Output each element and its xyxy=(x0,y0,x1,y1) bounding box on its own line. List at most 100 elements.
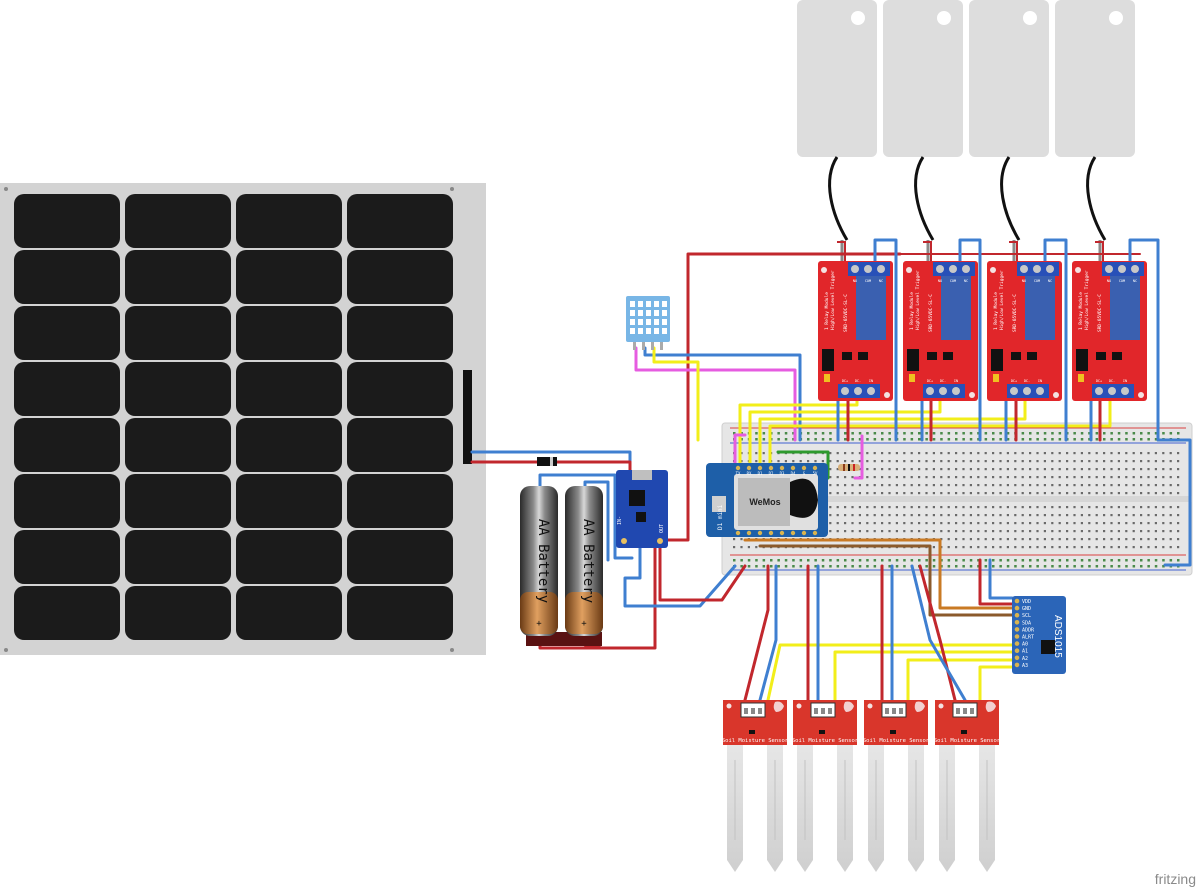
bb-hole xyxy=(1029,492,1032,495)
bb-hole xyxy=(932,468,935,471)
bb-hole xyxy=(881,514,884,517)
bb-hole xyxy=(1132,492,1135,495)
bb-hole xyxy=(992,514,995,517)
bb-rail-hole xyxy=(888,559,891,562)
bb-hole xyxy=(1169,530,1172,533)
bb-hole xyxy=(947,452,950,455)
dht-vent xyxy=(638,301,643,307)
bb-rail-hole xyxy=(925,565,928,568)
bb-hole xyxy=(1110,460,1113,463)
battery-label: AA Battery xyxy=(580,519,596,603)
bb-hole xyxy=(918,492,921,495)
bb-rail-hole xyxy=(932,565,936,568)
bb-hole xyxy=(784,460,787,463)
soil-moisture-sensor: Soil Moisture Sensor xyxy=(863,700,930,872)
wire-soil1-blue xyxy=(758,564,778,702)
bb-rail-hole xyxy=(755,432,758,435)
bb-hole xyxy=(903,476,906,479)
bb-hole xyxy=(940,530,943,533)
bb-hole xyxy=(910,484,913,487)
bb-hole xyxy=(1095,492,1098,495)
bb-hole xyxy=(851,514,854,517)
bb-hole xyxy=(836,452,839,455)
bb-hole xyxy=(1029,538,1032,541)
solar-cell xyxy=(14,306,120,360)
sensor-board xyxy=(723,700,787,745)
bb-hole xyxy=(814,460,817,463)
bb-hole xyxy=(799,460,802,463)
bb-hole xyxy=(1058,538,1061,541)
bb-hole xyxy=(1021,452,1024,455)
bb-hole xyxy=(866,514,869,517)
bb-hole xyxy=(1177,530,1180,533)
wire-blue-charger-out xyxy=(623,546,737,608)
bb-hole xyxy=(1014,522,1017,525)
bb-rail-hole xyxy=(777,432,780,435)
wemos-label: D1 mini xyxy=(717,504,724,530)
bb-hole xyxy=(955,484,958,487)
bb-hole xyxy=(1073,546,1076,549)
bb-hole xyxy=(888,484,891,487)
terminal-screw xyxy=(877,265,885,273)
bb-hole xyxy=(873,468,876,471)
bb-rail-hole xyxy=(1036,432,1039,435)
terminal-screw xyxy=(926,387,934,395)
battery-plus: + xyxy=(581,619,587,629)
bb-hole xyxy=(1147,538,1150,541)
sensor-header-pin xyxy=(751,708,755,714)
bb-hole xyxy=(918,460,921,463)
solar-junction-strip xyxy=(463,370,472,464)
bb-hole xyxy=(962,484,965,487)
bb-hole xyxy=(1177,452,1180,455)
relay-pin-label: COM xyxy=(865,279,871,283)
bb-hole xyxy=(932,546,935,549)
terminal-screw xyxy=(952,387,960,395)
bb-hole xyxy=(881,460,884,463)
bb-hole xyxy=(829,522,832,525)
bb-hole xyxy=(1125,476,1128,479)
bb-hole xyxy=(999,468,1002,471)
relay-pin-label: NC xyxy=(964,279,968,283)
bb-hole xyxy=(1058,492,1061,495)
bb-rail-hole xyxy=(977,559,980,562)
bb-hole xyxy=(1110,530,1113,533)
bb-hole xyxy=(1066,514,1069,517)
bb-hole xyxy=(1029,468,1032,471)
bb-hole xyxy=(1080,484,1083,487)
bb-hole xyxy=(829,476,832,479)
bb-rail-hole xyxy=(1147,432,1150,435)
ads-pin-label: SDA xyxy=(1022,620,1031,626)
bb-hole xyxy=(955,492,958,495)
diode xyxy=(537,457,557,466)
bb-hole xyxy=(977,538,980,541)
bb-hole xyxy=(1021,506,1024,509)
bb-hole xyxy=(1051,452,1054,455)
bb-rail-hole xyxy=(792,432,795,435)
bb-hole xyxy=(1051,546,1054,549)
bb-hole xyxy=(866,452,869,455)
bb-rail-hole xyxy=(947,438,951,441)
bb-hole xyxy=(792,460,795,463)
bb-hole xyxy=(829,492,832,495)
bb-hole xyxy=(940,514,943,517)
bb-hole xyxy=(1177,468,1180,471)
relay-title: 1 Relay Module xyxy=(824,292,830,330)
bb-hole xyxy=(1073,452,1076,455)
bb-rail-hole xyxy=(784,438,788,441)
bb-rail-hole xyxy=(1095,432,1099,435)
bb-hole xyxy=(1140,468,1143,471)
bb-hole xyxy=(977,468,980,471)
mount-hole xyxy=(938,703,944,709)
bb-rail-hole xyxy=(873,438,877,441)
bb-hole xyxy=(1043,460,1046,463)
bb-hole xyxy=(1006,484,1009,487)
bb-rail-hole xyxy=(888,432,891,435)
bb-rail-hole xyxy=(755,438,758,441)
sensor-header-pin xyxy=(885,708,889,714)
bb-hole xyxy=(947,546,950,549)
bb-hole xyxy=(1169,522,1172,525)
bb-hole xyxy=(829,460,832,463)
